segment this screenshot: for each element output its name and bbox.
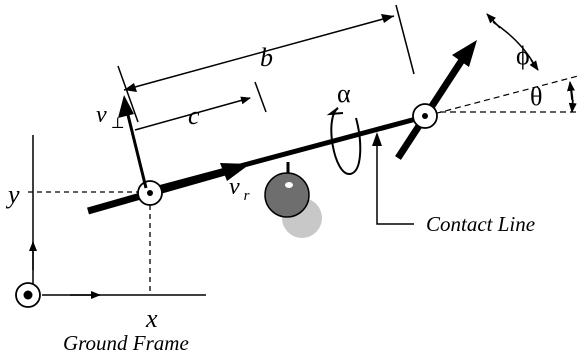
frame-line xyxy=(157,116,417,191)
ground-frame-axes xyxy=(15,135,206,308)
contact-line-leader xyxy=(372,132,414,225)
theta-angle-arc xyxy=(567,81,577,113)
heading-reference-line xyxy=(425,75,579,117)
lean-mass xyxy=(264,162,322,238)
perpendicular-velocity-arrow xyxy=(118,95,148,189)
label-b: b xyxy=(260,43,273,72)
dimension-c xyxy=(134,81,267,131)
label-alpha: α xyxy=(337,79,351,108)
label-ground-frame: Ground Frame xyxy=(63,331,189,355)
dimension-b xyxy=(117,4,415,123)
label-contact-line: Contact Line xyxy=(426,212,535,236)
rear-contact-point xyxy=(137,180,163,206)
label-theta: θ xyxy=(530,82,542,111)
front-contact-point xyxy=(412,103,438,129)
label-y: y xyxy=(5,180,20,209)
label-v-perp: v ⊥ xyxy=(96,102,125,132)
alpha-rotation-indicator xyxy=(326,107,362,175)
label-c: c xyxy=(188,101,200,130)
phi-angle-arc xyxy=(486,13,539,71)
label-phi: ϕ xyxy=(516,41,530,70)
projection-lines xyxy=(28,191,151,295)
label-v-r: v r xyxy=(229,174,250,204)
label-x: x xyxy=(145,304,158,333)
